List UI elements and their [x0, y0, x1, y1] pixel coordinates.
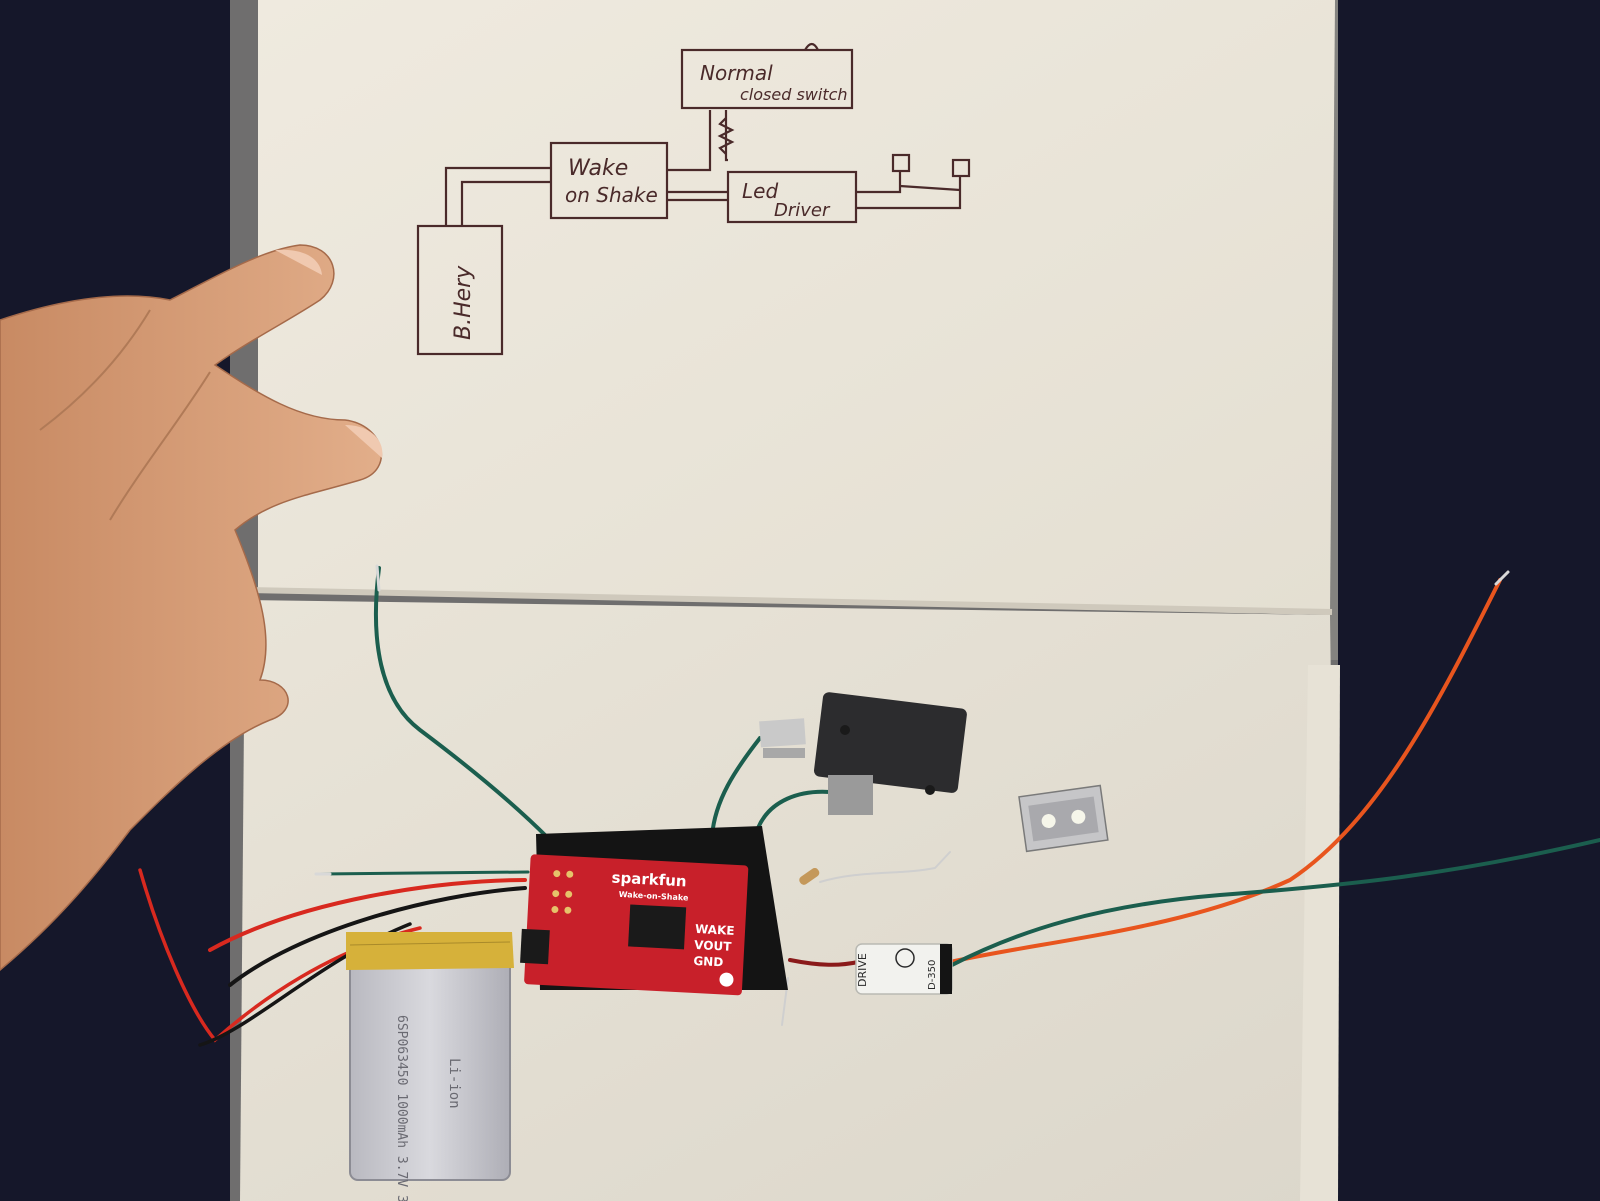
notebook-top-page: [258, 0, 1335, 615]
board-pin-gnd: GND: [693, 954, 724, 970]
wire-green-top: [373, 566, 550, 840]
hand-drawn-schematic: [416, 42, 971, 356]
wake-on-shake-board: sparkfun Wake-on-Shake WAKE VOUT GND: [520, 854, 749, 996]
notebook-bottom-page: [240, 600, 1338, 1201]
sketch-driver-label-1: Led: [742, 179, 778, 203]
wire-green-switch-1: [710, 733, 792, 838]
board-pin-wake: WAKE: [695, 922, 735, 938]
sketch-wake-label-1: Wake: [568, 156, 628, 181]
board-pin-vout: VOUT: [694, 938, 733, 954]
sketch-wake-box: [549, 141, 669, 220]
led-module: [1018, 784, 1109, 853]
wire-black-battery: [228, 886, 527, 987]
sketch-led-1: [891, 153, 911, 173]
sketch-battery-box: [416, 224, 504, 356]
battery-chemistry-text: Li-ion: [446, 1058, 462, 1109]
led-driver: DRIVE D-350: [855, 943, 953, 995]
hand: [0, 244, 383, 971]
board-brand: sparkfun: [611, 868, 687, 890]
board-name: Wake-on-Shake: [619, 890, 690, 903]
lipo-battery: 6SP063450 1000mAh 3.7V 3.7Wh Li-ion: [346, 932, 514, 1201]
sketch-switch-label-1: Normal: [700, 61, 773, 85]
sketch-switch-box: [680, 48, 854, 110]
driver-label-side: D-350: [927, 960, 938, 990]
resistor: [799, 867, 820, 885]
wires: [138, 564, 1600, 1047]
sketch-battery-label: B.Hery: [451, 265, 476, 340]
driver-label-top: DRIVE: [856, 953, 869, 987]
sketch-wake-label-2: on Shake: [565, 183, 658, 207]
sketch-driver-label-2: Driver: [774, 200, 831, 221]
wire-green-switch-2: [756, 789, 832, 830]
battery-model-text: 6SP063450 1000mAh 3.7V 3.7Wh: [394, 1015, 409, 1201]
sketch-driver-box: [726, 170, 858, 224]
wire-orange-right: [948, 578, 1502, 964]
wire-red-battery: [208, 878, 527, 952]
micro-switch: [759, 692, 967, 815]
sketch-led-2: [951, 158, 971, 178]
wire-green-right: [948, 838, 1600, 968]
sketch-switch-label-2: closed switch: [740, 85, 848, 104]
